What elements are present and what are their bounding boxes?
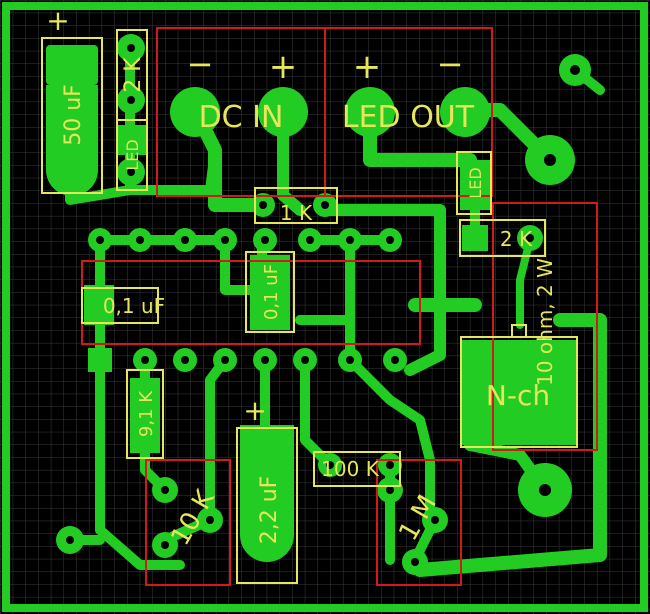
cap-50uf-body bbox=[46, 85, 98, 140]
drill-holes bbox=[66, 44, 580, 566]
res-1k-label: 1 K bbox=[280, 201, 313, 225]
cap-50uf-plus-label: + bbox=[46, 4, 69, 37]
res-2k-right-label: 2 K bbox=[500, 227, 533, 251]
cap-22uf-bottom bbox=[240, 535, 294, 562]
keepout-res-10ohm bbox=[492, 202, 598, 451]
pin-bottom-1 bbox=[88, 348, 112, 372]
mosfet-label: N-ch bbox=[486, 379, 550, 412]
cap-01uf-mid-outline bbox=[245, 251, 295, 333]
keepout-pot-1m bbox=[376, 459, 462, 586]
res-91k-outline bbox=[126, 369, 164, 459]
led-left-outline bbox=[116, 119, 148, 191]
cap-01uf-mid-label: 0,1 uF bbox=[261, 264, 282, 320]
res-100k-label: 100 K bbox=[321, 457, 380, 481]
dc-in-minus-label: − bbox=[187, 45, 214, 83]
mosfet-tab bbox=[511, 324, 527, 338]
dc-in-pad-minus bbox=[170, 87, 220, 137]
led-out-pad-minus bbox=[440, 87, 490, 137]
led-right-body bbox=[460, 160, 490, 210]
cap-22uf-outline bbox=[236, 427, 298, 584]
dc-in-label: DC IN bbox=[199, 100, 284, 135]
keepout-pot-10k bbox=[145, 459, 231, 586]
cap-22uf-plus-label: + bbox=[243, 394, 266, 427]
led-out-plus-label: + bbox=[353, 47, 382, 87]
keepout-led-out bbox=[324, 27, 493, 197]
res-10ohm-label: 10 ohm, 2 W bbox=[533, 258, 557, 386]
silkscreen-outlines bbox=[41, 29, 578, 584]
cap-50uf-outline bbox=[41, 37, 103, 194]
cap-22uf-body bbox=[240, 425, 294, 535]
res-91k-label: 9,1 K bbox=[136, 390, 157, 437]
cap-50uf-label: 50 uF bbox=[61, 84, 86, 146]
dc-in-plus-label: + bbox=[269, 47, 298, 87]
led-left-label: LED bbox=[123, 139, 142, 170]
cap-01uf-left-pad bbox=[84, 285, 114, 325]
cap-01uf-left-label: 0,1 uF bbox=[103, 294, 165, 318]
res-2k-right-pad-1 bbox=[462, 225, 488, 251]
cap-01uf-left-outline bbox=[81, 287, 159, 324]
led-out-pad-plus bbox=[345, 87, 395, 137]
dc-in-pad-plus bbox=[258, 87, 308, 137]
cap-01uf-mid-body bbox=[250, 255, 290, 330]
res-2k-right-outline bbox=[459, 219, 546, 257]
led-out-minus-label: − bbox=[437, 45, 464, 83]
led-right-outline bbox=[456, 151, 492, 215]
cap-22uf-label: 2,2 uF bbox=[257, 476, 282, 545]
mosfet-body bbox=[462, 340, 576, 445]
res-100k-outline bbox=[313, 451, 401, 487]
led-right-label: LED bbox=[466, 167, 485, 198]
res-91k-body bbox=[130, 378, 160, 453]
cap-50uf-pad-plus bbox=[46, 45, 98, 85]
led-out-label: LED OUT bbox=[342, 100, 475, 135]
res-2k-top-label: 2 K bbox=[121, 57, 146, 93]
led-left-pad-1 bbox=[118, 125, 146, 155]
res-1k-outline bbox=[254, 187, 338, 224]
cap-50uf-pad-minus bbox=[46, 140, 98, 196]
